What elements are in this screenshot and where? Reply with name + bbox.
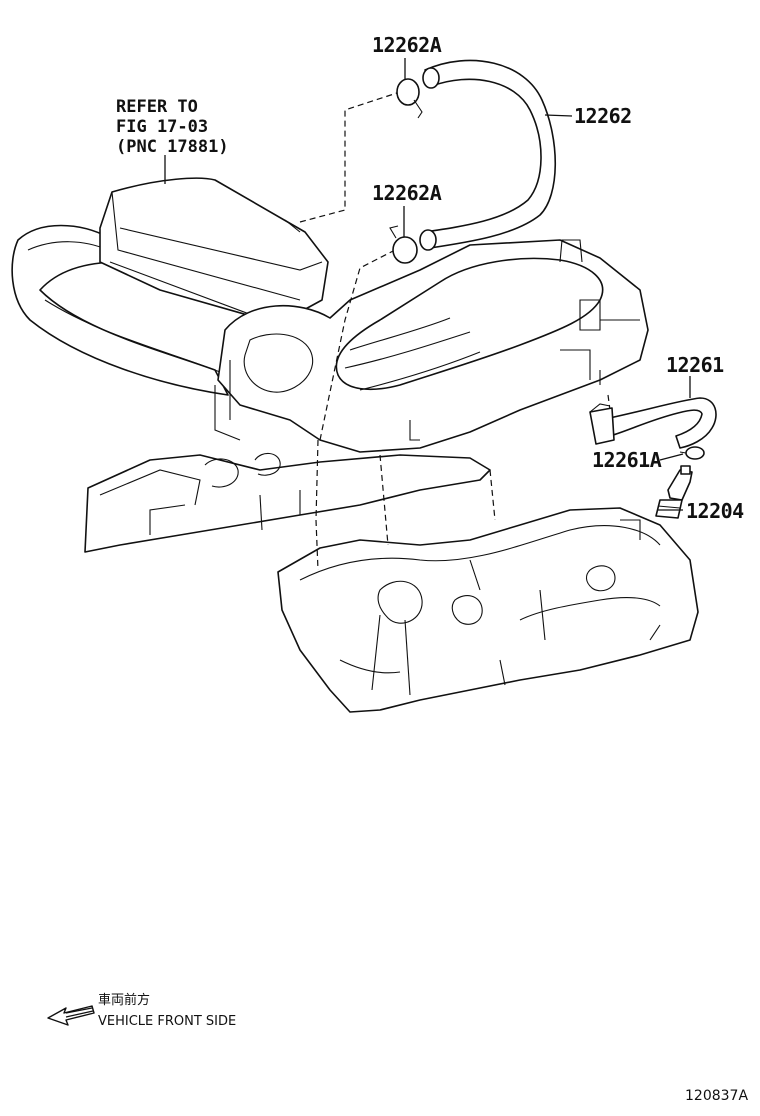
reference-line-2: FIG 17-03 [116, 117, 208, 137]
label-12204: 12204 [686, 499, 744, 523]
pcv-valve-12204 [655, 465, 693, 519]
label-12262a-middle: 12262A [372, 181, 442, 205]
label-12262: 12262 [574, 104, 632, 128]
front-arrow-icon [47, 1005, 95, 1026]
reference-line-3: (PNC 17881) [116, 137, 229, 157]
clip-12262a-middle [389, 225, 418, 264]
clip-12261a [679, 446, 705, 460]
label-12261: 12261 [666, 353, 724, 377]
hose-12261 [589, 397, 717, 449]
direction-label-jp: 車両前方 [98, 992, 150, 1008]
hose-12262 [419, 59, 557, 251]
figure-id: 120837A [685, 1088, 748, 1104]
clip-12262a-upper [396, 78, 423, 119]
leader-lines [164, 58, 691, 511]
assembly-lines [299, 91, 611, 571]
direction-label-en: VEHICLE FRONT SIDE [98, 1014, 236, 1029]
cylinder-head-cover [277, 507, 699, 713]
reference-line-1: REFER TO [116, 97, 198, 117]
label-12261a: 12261A [592, 448, 662, 472]
label-12262a-upper: 12262A [372, 33, 442, 57]
intake-manifold [214, 239, 649, 453]
lower-manifold [84, 452, 491, 553]
air-cleaner-housing [99, 177, 329, 319]
